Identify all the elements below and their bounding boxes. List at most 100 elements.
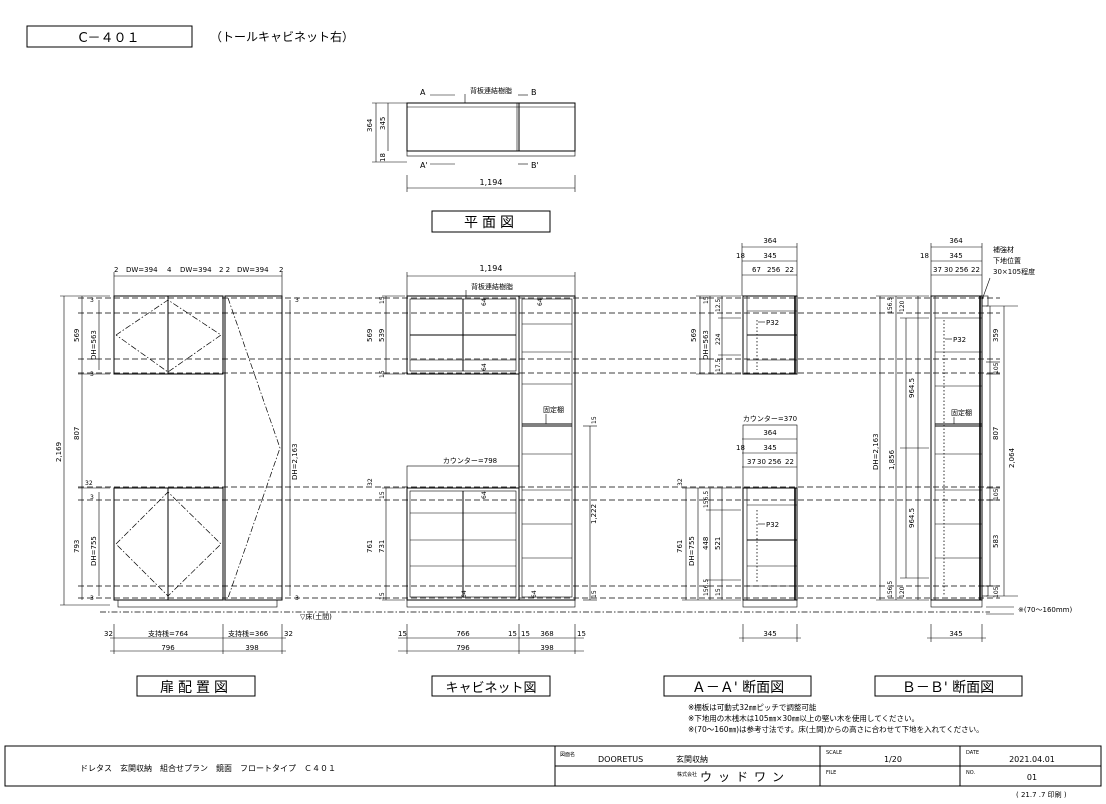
svg-text:761: 761 — [676, 540, 684, 553]
title-category: 玄関収納 — [676, 754, 708, 764]
door-layout-title: 扉配置図 — [160, 680, 232, 696]
section-a-p32-upper: P32 — [766, 319, 779, 327]
svg-text:345: 345 — [763, 630, 776, 638]
door-dw-3: DW=394 — [237, 266, 269, 274]
section-a-counter: カウンター=370 — [743, 414, 797, 423]
svg-text:156.5: 156.5 — [887, 581, 894, 598]
section-b-fixed-shelf: 固定棚 — [951, 408, 972, 417]
door-dh-tall: DH=2,163 — [291, 443, 299, 480]
svg-text:364: 364 — [949, 237, 963, 245]
svg-text:下地位置: 下地位置 — [993, 256, 1021, 265]
plan-dim-width: 1,194 — [480, 178, 503, 187]
svg-text:2: 2 — [114, 266, 118, 274]
svg-text:766: 766 — [456, 630, 470, 638]
svg-text:793: 793 — [73, 540, 81, 553]
svg-text:15: 15 — [577, 630, 586, 638]
svg-text:30: 30 — [944, 266, 953, 274]
section-b-reinforce: 補強材 — [993, 245, 1014, 254]
svg-text:105: 105 — [993, 488, 1000, 500]
svg-text:569: 569 — [366, 329, 374, 342]
svg-text:796: 796 — [161, 644, 175, 652]
door-dh-lower: DH=755 — [90, 536, 98, 566]
section-a-view: 364 18 345 67 256 22 P32 569 DH=563 12.5… — [676, 237, 801, 642]
door-layout-title-box — [136, 675, 256, 697]
note-2: ※下地用の木桟木は105㎜×30㎜以上の堅い木を使用してください。 — [688, 713, 919, 723]
svg-text:224: 224 — [715, 333, 722, 345]
svg-text:22: 22 — [971, 266, 980, 274]
svg-text:807: 807 — [992, 427, 1000, 440]
svg-text:DH=563: DH=563 — [702, 330, 710, 360]
svg-text:DH=755: DH=755 — [688, 536, 696, 566]
svg-text:359: 359 — [992, 329, 1000, 342]
svg-text:3: 3 — [295, 297, 299, 304]
svg-text:345: 345 — [949, 630, 962, 638]
cabinet-title: キャビネット図 — [445, 681, 536, 696]
title-printed: ( 21.7 .7 印刷 ) — [1016, 791, 1067, 799]
svg-text:64: 64 — [481, 491, 488, 499]
section-b-title: Ｂ－Ｂ' 断面図 — [902, 680, 994, 696]
note-3: ※(70～160㎜)は参考寸法です。床(土間)からの高さに合わせて下地を入れてく… — [688, 724, 984, 734]
svg-text:DATE: DATE — [966, 750, 979, 756]
code-box — [26, 25, 193, 48]
cabinet-floor: ▽床(土間) — [300, 612, 332, 621]
svg-text:64: 64 — [537, 298, 544, 306]
cabinet-fixed-shelf: 固定棚 — [543, 405, 564, 414]
svg-text:156.5: 156.5 — [887, 297, 894, 314]
svg-text:156.5: 156.5 — [703, 579, 710, 596]
section-b-p32: P32 — [953, 336, 966, 344]
svg-text:30×105程度: 30×105程度 — [993, 267, 1035, 276]
cabinet-view: 1,194 背板連結樹脂 64 64 64 固定棚 64 64 — [300, 264, 598, 654]
svg-text:15: 15 — [379, 370, 386, 378]
svg-text:120: 120 — [899, 586, 906, 598]
svg-text:521: 521 — [714, 537, 722, 550]
svg-text:30: 30 — [757, 458, 766, 466]
svg-text:156.5: 156.5 — [703, 491, 710, 508]
svg-text:4: 4 — [167, 266, 172, 274]
plan-view: 背板連結樹脂 A B A' B' 364 345 18 1,194 — [366, 86, 576, 192]
door-layout-view: 2 DW=394 4 DW=394 2 2 DW=394 2 2,169 569… — [55, 266, 299, 654]
svg-text:3: 3 — [90, 595, 94, 602]
svg-text:37: 37 — [747, 458, 756, 466]
svg-text:15: 15 — [703, 296, 710, 304]
door-dh-upper: DH=563 — [90, 330, 98, 360]
svg-text:SCALE: SCALE — [826, 750, 842, 756]
door-overall-height: 2,169 — [55, 442, 63, 462]
title-company: ウッドワン — [700, 770, 790, 784]
drawing-code: C－４０１ — [78, 31, 139, 46]
svg-text:964.5: 964.5 — [908, 378, 916, 398]
cabinet-counter: カウンター=798 — [443, 456, 497, 465]
plan-mark-a: A — [420, 88, 426, 97]
svg-text:3: 3 — [295, 595, 299, 602]
svg-text:256: 256 — [768, 458, 782, 466]
section-a-p32-lower: P32 — [766, 521, 779, 529]
svg-text:583: 583 — [992, 535, 1000, 548]
plan-dim-depth: 345 — [379, 117, 387, 130]
drawing-subtitle: （トールキャビネット右） — [210, 29, 354, 44]
plan-mark-b2: B' — [531, 161, 539, 170]
svg-text:3: 3 — [90, 371, 94, 378]
svg-text:18: 18 — [920, 252, 929, 260]
svg-text:105: 105 — [993, 362, 1000, 374]
svg-text:364: 364 — [763, 237, 777, 245]
svg-text:64: 64 — [481, 298, 488, 306]
svg-text:15: 15 — [521, 630, 530, 638]
svg-text:398: 398 — [245, 644, 258, 652]
svg-text:120: 120 — [899, 300, 906, 312]
plan-dim-front: 18 — [379, 153, 387, 162]
svg-text:15: 15 — [591, 590, 598, 598]
svg-text:15: 15 — [379, 592, 386, 600]
svg-text:32: 32 — [367, 478, 374, 486]
svg-text:32: 32 — [677, 478, 684, 486]
title-block: ドレタス 玄関収納 組合せプラン 鏡面 フロートタイプ Ｃ４０１ 図面名 DOO… — [4, 745, 1102, 799]
section-b-overall: 2,064 — [1008, 447, 1016, 468]
door-dw-2: DW=394 — [180, 266, 212, 274]
svg-text:2: 2 — [279, 266, 283, 274]
plan-title-box — [431, 210, 551, 233]
title-date: 2021.04.01 — [1009, 755, 1055, 764]
title-product: DOORETUS — [598, 755, 643, 764]
plan-title: 平面図 — [464, 215, 518, 231]
svg-text:株式会社: 株式会社 — [677, 771, 697, 778]
section-b-title-box — [874, 675, 1023, 697]
svg-text:3: 3 — [90, 494, 94, 501]
